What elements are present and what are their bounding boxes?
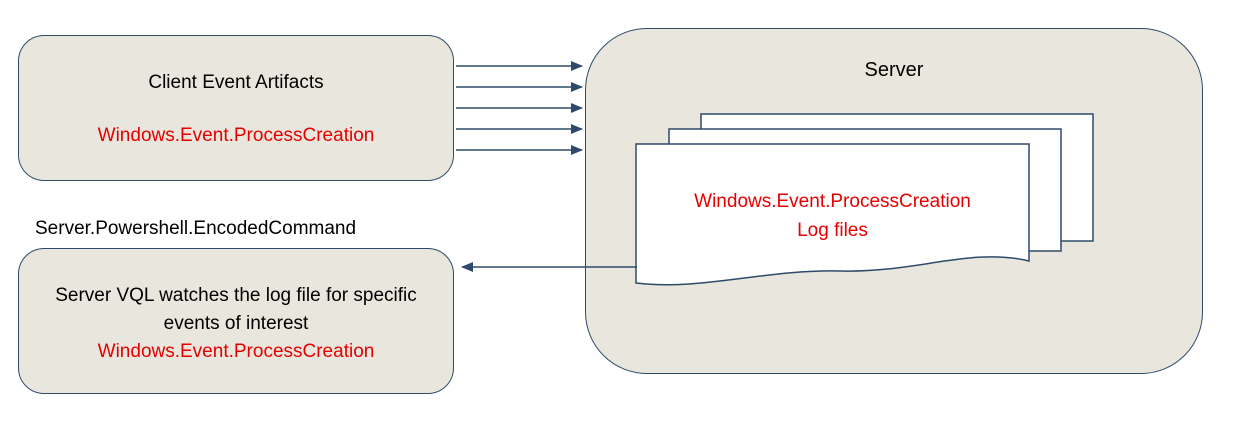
log-file-label: Windows.Event.ProcessCreation Log files: [636, 187, 1029, 245]
server-box-title: Server: [864, 59, 924, 81]
watch-box-artifact-name: Windows.Event.ProcessCreation: [97, 341, 375, 362]
encoded-command-label: Server.Powershell.EncodedCommand: [35, 218, 357, 239]
log-file-page-front-icon: [635, 143, 1030, 286]
watch-box-description: Server VQL watches the log file for spec…: [55, 285, 417, 334]
client-event-artifacts-box: Client Event Artifacts Windows.Event.Pro…: [18, 35, 454, 181]
server-vql-watch-box: Server VQL watches the log file for spec…: [18, 248, 454, 394]
log-file-caption: Log files: [797, 220, 868, 241]
document-stack-icon: [635, 113, 1094, 286]
client-artifact-name: Windows.Event.ProcessCreation: [97, 125, 375, 146]
client-box-title: Client Event Artifacts: [148, 72, 324, 93]
server-box: Server Windows.Event.ProcessCreation Log…: [585, 28, 1203, 374]
log-file-artifact-name: Windows.Event.ProcessCreation: [694, 191, 971, 212]
